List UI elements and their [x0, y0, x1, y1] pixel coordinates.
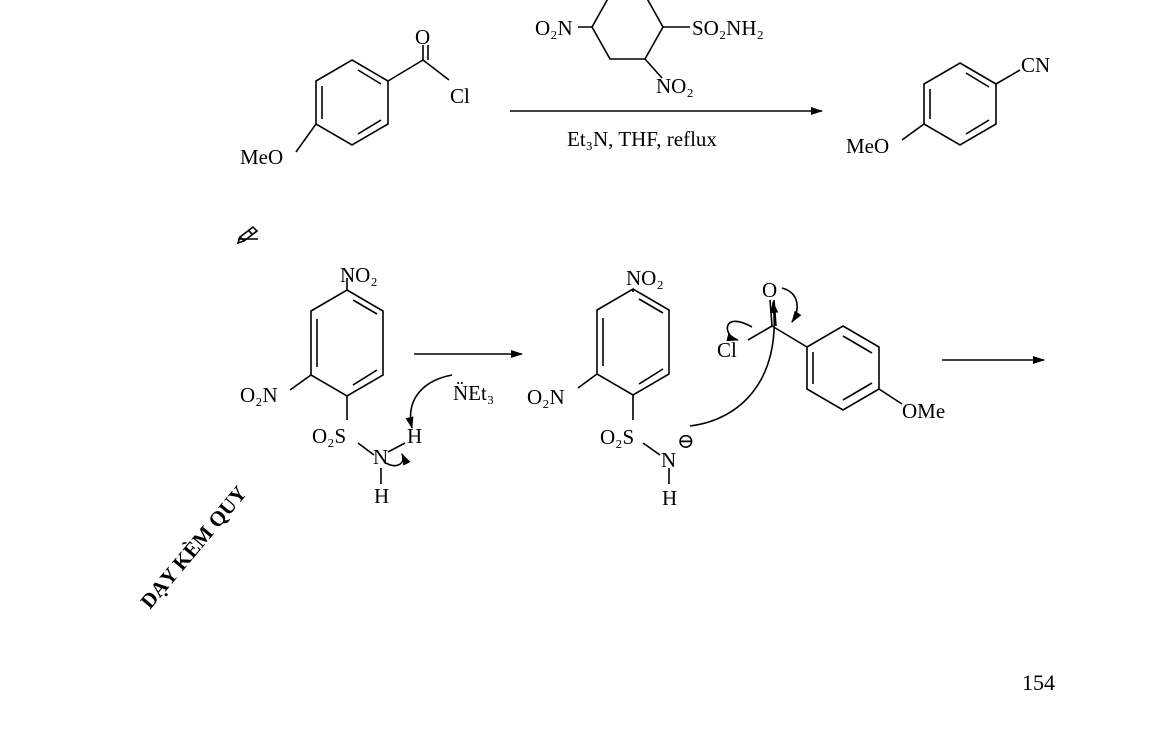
sulfonamide-h-lower: H: [374, 484, 389, 508]
reagent-no2-label: NO₂: [656, 74, 694, 98]
sulfonamide-structure: NO₂ O₂N O₂S N H H: [240, 263, 422, 508]
electron-arrow-cl: [726, 320, 753, 342]
sulfonamide-o2n: O₂N: [240, 383, 278, 407]
carbonyl-oxygen: O: [415, 25, 430, 49]
acyl-oxygen: O: [762, 278, 777, 302]
reactant-anisoyl-chloride: O Cl MeO: [240, 25, 470, 169]
watermark: DẠY KÈM QUY: [135, 481, 251, 613]
sulfonamide-no2-top: NO₂: [340, 263, 378, 287]
anion-no2-top: NO₂: [626, 266, 664, 290]
methoxy-label: MeO: [240, 145, 283, 169]
electron-arrow-base: [405, 374, 453, 429]
sulfonamide-anion: NO₂ O₂N O₂S N ⊖ H: [527, 266, 695, 510]
triethylamine-base: N̈Et₃: [453, 381, 494, 405]
reactant-ring: [315, 59, 389, 146]
anion-ring: [596, 288, 670, 396]
acyl-chloride-structure: O Cl OMe: [717, 278, 945, 423]
anion-charge: ⊖: [677, 429, 695, 453]
conditions-label: Et₃N, THF, reflux: [567, 127, 717, 151]
electron-arrow-co: [781, 287, 802, 323]
reagent-ring: [591, 0, 664, 60]
product-methoxy-label: MeO: [846, 134, 889, 158]
sulfonamide-so2: O₂S: [312, 424, 346, 448]
sulfonamide-ring: [310, 289, 384, 397]
anion-so2: O₂S: [600, 425, 634, 449]
page-number: 154: [1022, 670, 1055, 695]
acyl-ring: [806, 325, 880, 411]
product-anisonitrile: CN MeO: [846, 53, 1050, 158]
reagent-o2n-label: O₂N: [535, 16, 573, 40]
acyl-methoxy: OMe: [902, 399, 945, 423]
sulfonamide-n: N: [373, 445, 388, 469]
electron-arrow-attack: [689, 301, 779, 427]
anion-n: N: [661, 448, 676, 472]
reagent-dinitrobenzenesulfonamide: O₂N SO₂NH₂ NO₂: [535, 0, 764, 98]
pencil-icon: [236, 225, 259, 245]
anion-h: H: [662, 486, 677, 510]
electron-arrow-nh: [385, 453, 411, 467]
sulfonamide-h-upper: H: [407, 424, 422, 448]
chloride-label: Cl: [450, 84, 470, 108]
product-ring: [923, 62, 997, 146]
nitrile-label: CN: [1021, 53, 1050, 77]
reagent-so2nh2-label: SO₂NH₂: [692, 16, 764, 40]
acyl-chloride: Cl: [717, 338, 737, 362]
anion-o2n: O₂N: [527, 385, 565, 409]
